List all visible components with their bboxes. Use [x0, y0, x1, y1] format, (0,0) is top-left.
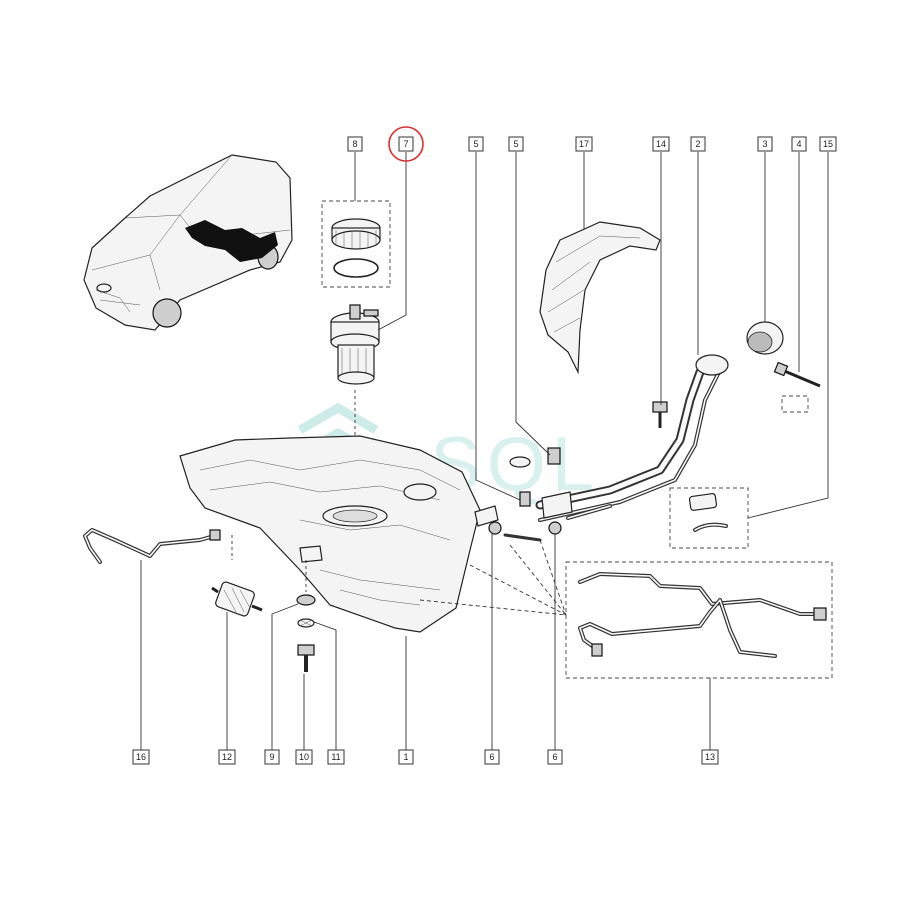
fuel-tank: [179, 435, 481, 633]
bottom-leader-lines: [140, 534, 711, 750]
svg-text:16: 16: [136, 752, 146, 762]
svg-text:6: 6: [489, 752, 494, 762]
callout-12: 12: [218, 749, 236, 765]
callout-7: 7: [398, 136, 414, 152]
callout-17: 17: [575, 136, 593, 152]
svg-text:10: 10: [299, 752, 309, 762]
callout-2: 2: [690, 136, 706, 152]
svg-text:5: 5: [473, 139, 478, 149]
svg-text:11: 11: [331, 752, 340, 762]
callout-8: 8: [347, 136, 363, 152]
svg-text:8: 8: [352, 139, 357, 149]
svg-text:9: 9: [269, 752, 274, 762]
callout-4: 4: [791, 136, 807, 152]
callout-1: 1: [398, 749, 414, 765]
fuel-filter: [211, 581, 263, 617]
callout-6b: 6: [547, 749, 563, 765]
top-leader-lines: [354, 152, 829, 519]
svg-text:3: 3: [762, 139, 767, 149]
callout-9: 9: [264, 749, 280, 765]
fuel-lines: [578, 572, 827, 658]
svg-text:1: 1: [403, 752, 408, 762]
svg-text:12: 12: [222, 752, 232, 762]
screw: [773, 361, 821, 413]
callouts-top: 8 7 5 5 17 14 2 3 4 15: [347, 136, 837, 152]
callout-14: 14: [652, 136, 670, 152]
heat-shield: [539, 221, 661, 375]
callout-6a: 6: [484, 749, 500, 765]
callout-10: 10: [295, 749, 313, 765]
svg-text:2: 2: [695, 139, 700, 149]
group-outline-13: [565, 561, 833, 679]
callout-11: 11: [327, 749, 345, 765]
hose-clips: [509, 447, 561, 507]
fuel-pump-module: [330, 304, 380, 385]
o-ring-seal: [333, 258, 379, 278]
callout-13: 13: [701, 749, 719, 765]
vent-pipe: [83, 528, 221, 564]
svg-text:13: 13: [705, 752, 715, 762]
hose-pieces: [688, 493, 728, 532]
callout-15: 15: [819, 136, 837, 152]
callout-5a: 5: [468, 136, 484, 152]
svg-text:17: 17: [579, 139, 589, 149]
bolt: [652, 401, 668, 428]
group13-connection-lines: [419, 539, 567, 616]
callouts-bottom: 16 12 9 10 11 1 6 6 13: [132, 749, 719, 765]
highlight-circle: [388, 126, 424, 162]
svg-text:7: 7: [403, 139, 408, 149]
filler-cap: [746, 321, 784, 355]
locking-ring: [331, 218, 381, 250]
callout-5b: 5: [508, 136, 524, 152]
fuel-tank-location: [185, 220, 278, 262]
mounting-hardware: [296, 560, 316, 672]
svg-text:6: 6: [552, 752, 557, 762]
hose-connectors: [474, 504, 612, 542]
svg-text:5: 5: [513, 139, 518, 149]
svg-text:15: 15: [823, 139, 833, 149]
svg-text:4: 4: [796, 139, 801, 149]
svg-text:14: 14: [656, 139, 666, 149]
callout-16: 16: [132, 749, 150, 765]
vehicle-illustration: [83, 154, 293, 331]
callout-3: 3: [757, 136, 773, 152]
